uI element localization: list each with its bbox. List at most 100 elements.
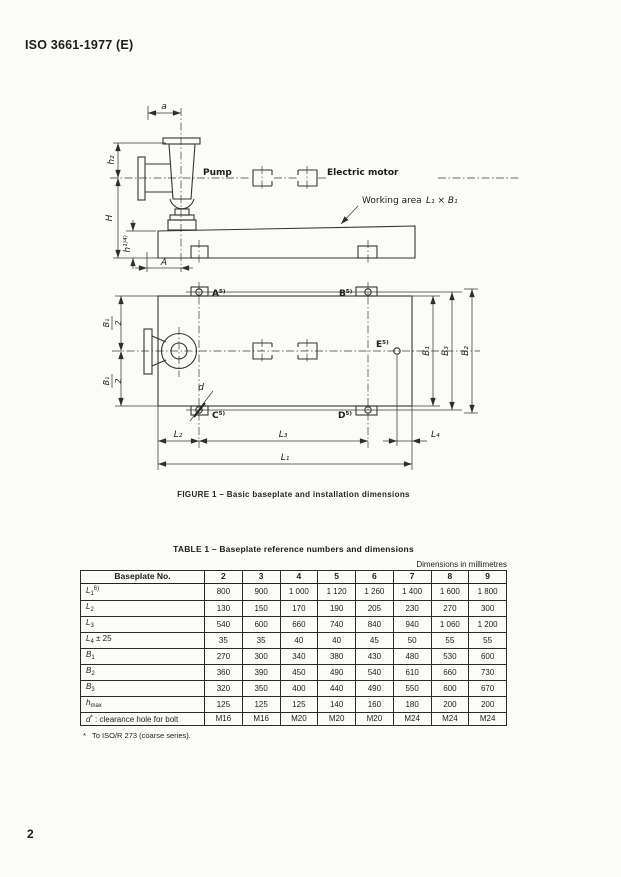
hole-a-label: A⁵⁾ <box>212 289 226 299</box>
value-cell: 730 <box>468 663 507 681</box>
header-col-6: 6 <box>355 570 394 584</box>
value-cell: M20 <box>317 711 356 726</box>
value-cell: 1 060 <box>430 615 470 633</box>
hole-row-lines <box>186 288 478 446</box>
dim-H-label: H <box>105 214 115 221</box>
value-cell: 1 120 <box>317 582 356 601</box>
units-note: Dimensions in millimetres <box>416 560 507 569</box>
value-cell: 600 <box>430 679 470 697</box>
value-cell: 160 <box>355 695 394 713</box>
value-cell: 490 <box>355 679 394 697</box>
value-cell: 400 <box>279 679 319 697</box>
value-cell: 430 <box>355 647 394 665</box>
hole-d-label: D⁵⁾ <box>338 411 352 421</box>
pump-label: Pump <box>203 168 232 178</box>
value-cell: 50 <box>392 631 432 649</box>
value-cell: 45 <box>355 631 394 649</box>
document-title: ISO 3661-1977 (E) <box>25 38 134 52</box>
bolt-diameter-leader-thick <box>193 402 206 418</box>
dim-b2-label: B₂ <box>461 346 471 356</box>
value-cell: 125 <box>241 695 281 713</box>
page-number: 2 <box>27 827 34 841</box>
b1-half-bottom-num: B₁ <box>102 377 111 386</box>
electric-motor-label: Electric motor <box>327 168 399 178</box>
header-col-3: 3 <box>241 570 281 584</box>
header-col-8: 8 <box>430 570 470 584</box>
value-cell: 840 <box>355 615 394 633</box>
value-cell: 170 <box>279 599 319 617</box>
dim-b1-half-top: B₁ 2 <box>102 316 123 330</box>
value-cell: 490 <box>317 663 356 681</box>
side-view-dimensions: a h₂ H h¹⁾⁴⁾ A <box>105 102 193 272</box>
hole-c-label: C⁵⁾ <box>212 411 226 421</box>
row-label: L3 <box>80 615 205 633</box>
value-cell: 1 200 <box>468 615 507 633</box>
value-cell: 125 <box>279 695 319 713</box>
dim-h-label: h¹⁾⁴⁾ <box>123 235 133 252</box>
value-cell: 800 <box>204 582 243 601</box>
dim-l2-label: L₂ <box>174 430 183 440</box>
value-cell: 55 <box>468 631 507 649</box>
row-label: B2 <box>80 663 205 681</box>
plan-view-dimensions: B₁ 2 B₁ 2 L₂ L₃ L₄ L₁ B₁ B₃ B₂ <box>102 289 475 470</box>
bolt-hole-b <box>364 288 372 296</box>
dim-b1-half-bottom: B₁ 2 <box>102 374 123 388</box>
value-cell: 380 <box>317 647 356 665</box>
pump-plan-outline <box>143 328 198 375</box>
value-cell: 360 <box>204 663 243 681</box>
row-label: B1 <box>80 647 205 665</box>
header-col-4: 4 <box>279 570 319 584</box>
row-label: B3 <box>80 679 205 697</box>
dim-h2-label: h₂ <box>107 155 117 165</box>
value-cell: 480 <box>392 647 432 665</box>
dim-d-label: d <box>198 383 204 393</box>
working-area-leader <box>340 205 359 225</box>
bolt-hole-c <box>195 406 203 414</box>
row-label: L2 <box>80 599 205 617</box>
value-cell: 900 <box>241 582 281 601</box>
value-cell: 740 <box>317 615 356 633</box>
table-1-block: TABLE 1 – Baseplate reference numbers an… <box>80 544 507 740</box>
coupling-plan-outline <box>252 342 318 360</box>
row-label: d* : clearance hole for bolt <box>80 711 205 726</box>
header-baseplate-no: Baseplate No. <box>80 570 205 584</box>
plan-view: d A⁵⁾ B⁵⁾ C⁵⁾ D⁵⁾ E⁵⁾ <box>102 282 480 470</box>
value-cell: 600 <box>241 615 281 633</box>
value-cell: 230 <box>392 599 432 617</box>
value-cell: M20 <box>279 711 319 726</box>
value-cell: M20 <box>355 711 394 726</box>
value-cell: 300 <box>241 647 281 665</box>
value-cell: 440 <box>317 679 356 697</box>
bolt-hole-d <box>364 406 372 414</box>
hole-b-label: B⁵⁾ <box>339 289 353 299</box>
value-cell: 200 <box>430 695 470 713</box>
working-area-dims-label: L₁ × B₁ <box>426 196 458 206</box>
value-cell: 300 <box>468 599 507 617</box>
value-cell: 200 <box>468 695 507 713</box>
foundation-bolt-holes <box>195 288 401 414</box>
b1-half-bottom-den: 2 <box>114 378 123 383</box>
value-cell: 540 <box>204 615 243 633</box>
pump-side-outline <box>137 137 201 231</box>
value-cell: M24 <box>392 711 432 726</box>
dim-b3-label: B₃ <box>441 346 451 356</box>
value-cell: 390 <box>241 663 281 681</box>
b1-half-top-num: B₁ <box>102 319 111 328</box>
dim-l4-label: L₄ <box>431 430 440 440</box>
row-label: hmax <box>80 695 205 713</box>
dim-l1-label: L₁ <box>281 453 290 463</box>
value-cell: 660 <box>279 615 319 633</box>
baseplate-plan-outline <box>157 286 413 416</box>
value-cell: 150 <box>241 599 281 617</box>
value-cell: 205 <box>355 599 394 617</box>
header-col-7: 7 <box>392 570 432 584</box>
value-cell: 270 <box>430 599 470 617</box>
value-cell: 35 <box>204 631 243 649</box>
dim-a-label: a <box>161 102 167 112</box>
